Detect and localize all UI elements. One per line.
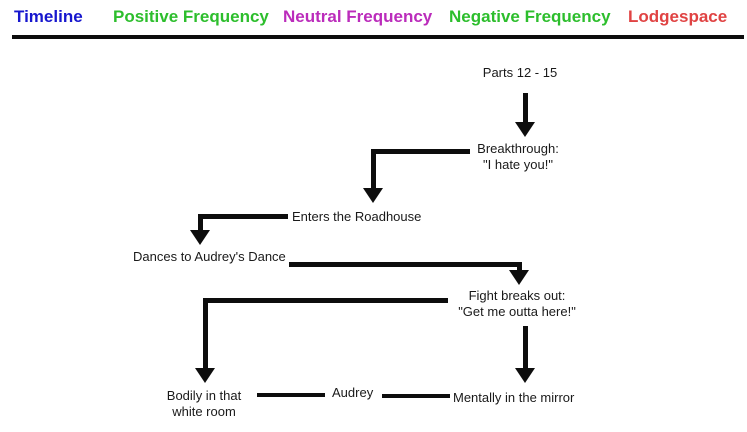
connector-dances-to-fight-v [517,262,522,270]
arrowhead-down-icon [190,230,210,245]
node-bodily-white-room: Bodily in that white room [144,388,264,420]
arrowhead-down-icon [363,188,383,203]
node-mentally-in-mirror-label: Mentally in the mirror [453,390,575,405]
node-audrey-label: Audrey [332,385,374,400]
node-bodily-white-room-line2: white room [172,404,236,419]
connector-dances-to-fight-h [289,262,522,267]
node-parts-12-15: Parts 12 - 15 [445,65,595,81]
connector-enters-to-dances-h [198,214,288,219]
node-dances-audreys-dance: Dances to Audrey's Dance [133,249,286,265]
connector-parts-to-breakthrough-v [523,93,528,122]
connector-enters-to-dances-v [198,214,203,230]
connector-fight-to-bodily-v [203,298,208,368]
arrowhead-down-icon [515,122,535,137]
node-fight-breaks-out: Fight breaks out: "Get me outta here!" [442,288,592,320]
legend-negative-frequency: Negative Frequency [449,7,611,26]
node-audrey: Audrey [332,385,373,401]
node-enters-roadhouse-label: Enters the Roadhouse [292,209,422,224]
legend-neutral-frequency: Neutral Frequency [283,7,433,26]
header-divider [12,35,744,39]
legend-lodgespace: Lodgespace [628,7,728,26]
arrowhead-down-icon [195,368,215,383]
node-dances-audreys-dance-label: Dances to Audrey's Dance [133,249,286,264]
node-fight-breaks-out-line1: Fight breaks out: [468,288,566,303]
connector-bodily-to-audrey [257,393,325,397]
legend-timeline: Timeline [14,7,83,26]
connector-audrey-to-mentally [382,394,450,398]
legend-positive-frequency: Positive Frequency [113,7,269,26]
node-fight-breaks-out-line2: "Get me outta here!" [458,304,576,319]
connector-breakthrough-to-enters-v [371,149,376,188]
node-bodily-white-room-line1: Bodily in that [166,388,242,403]
node-breakthrough: Breakthrough: "I hate you!" [443,141,593,173]
connector-fight-to-mentally-v [523,326,528,368]
arrowhead-down-icon [509,270,529,285]
node-enters-roadhouse: Enters the Roadhouse [292,209,421,225]
connector-breakthrough-to-enters-h [371,149,470,154]
node-breakthrough-line1: Breakthrough: [477,141,559,156]
node-mentally-in-mirror: Mentally in the mirror [453,390,574,406]
node-parts-12-15-label: Parts 12 - 15 [482,65,558,80]
connector-fight-to-bodily-h [203,298,448,303]
node-breakthrough-line2: "I hate you!" [483,157,553,172]
arrowhead-down-icon [515,368,535,383]
